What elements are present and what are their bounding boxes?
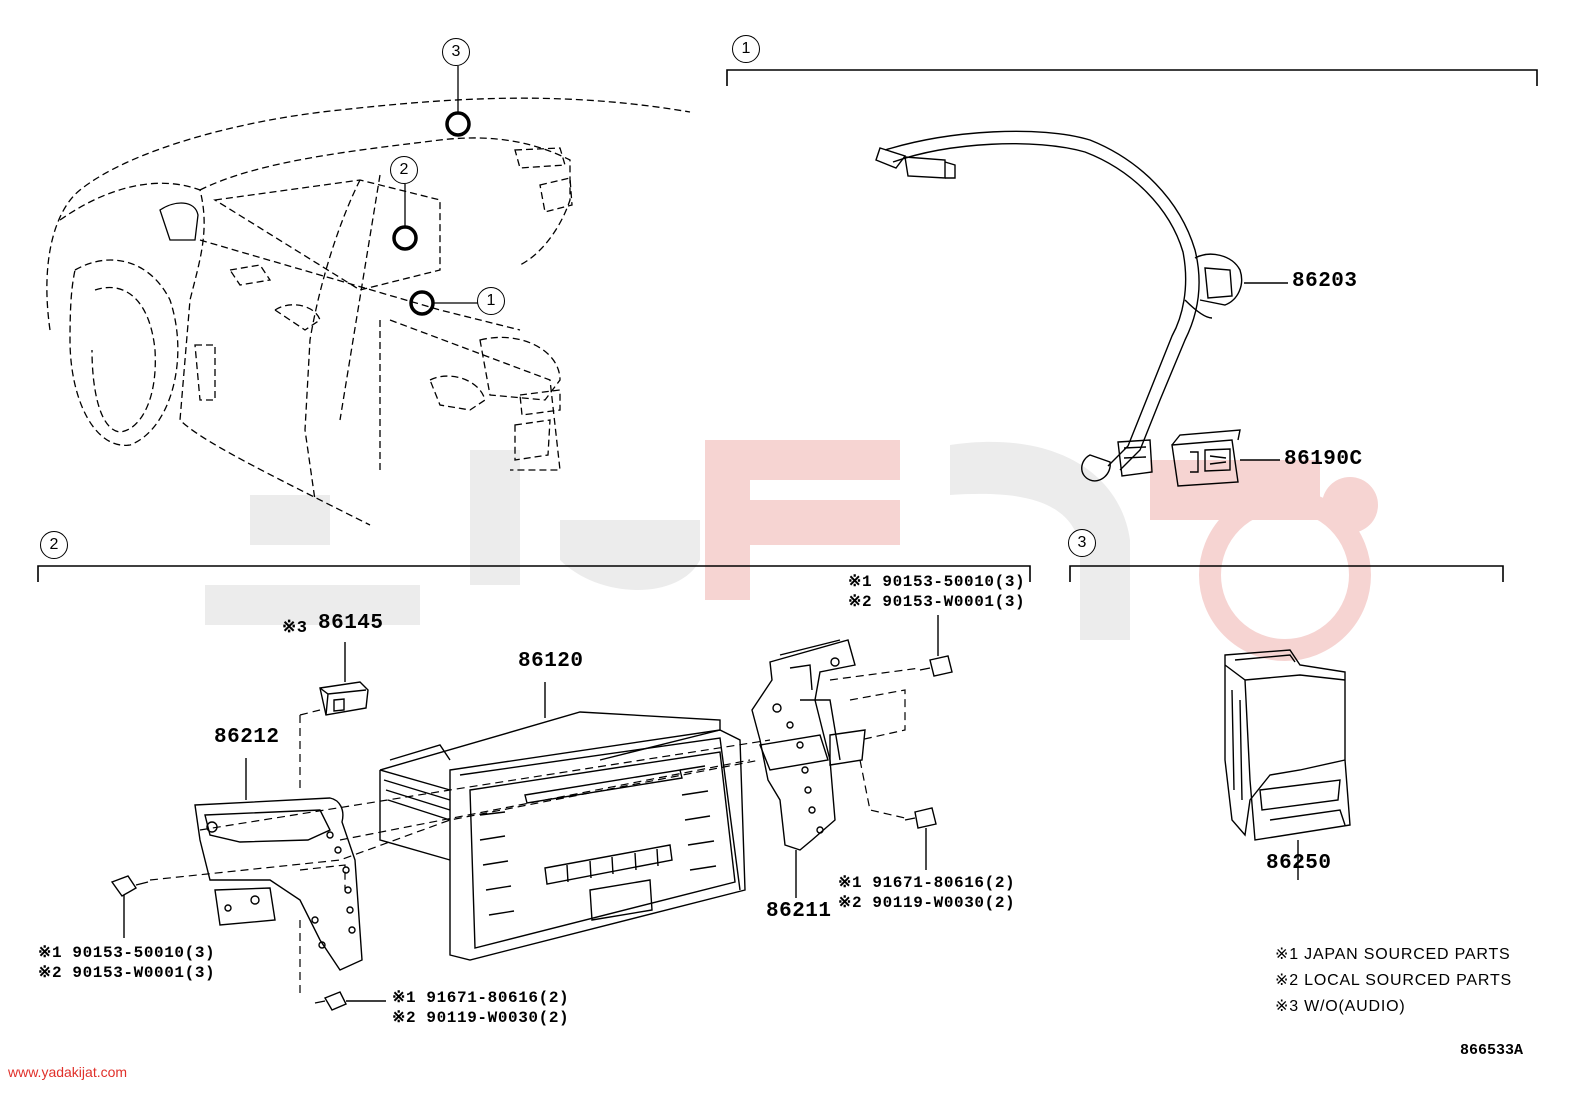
section-brackets bbox=[37, 69, 1538, 582]
section-1-header: 1 bbox=[732, 35, 760, 63]
callout-number: 2 bbox=[399, 161, 409, 178]
part-86145-label[interactable]: 86145 bbox=[318, 612, 384, 635]
bolt-note-line: ※1 90153-50010(3) bbox=[38, 944, 216, 962]
head-unit-86120-drawing bbox=[110, 615, 953, 1011]
bolt-note-line: ※1 91671-80616(2) bbox=[392, 989, 570, 1007]
legend: ※1 JAPAN SOURCED PARTS ※2 LOCAL SOURCED … bbox=[1275, 942, 1512, 1020]
part-86120-label[interactable]: 86120 bbox=[518, 650, 584, 673]
callout-number: 1 bbox=[486, 292, 496, 309]
part-86203-label[interactable]: 86203 bbox=[1292, 270, 1358, 293]
part-86212-label[interactable]: 86212 bbox=[214, 726, 280, 749]
part-86190C-label[interactable]: 86190C bbox=[1284, 448, 1363, 471]
callout-3-vehicle[interactable]: 3 bbox=[442, 38, 470, 66]
bolt-note-line: ※2 90119-W0030(2) bbox=[392, 1009, 570, 1027]
bolt-note-line: ※1 90153-50010(3) bbox=[848, 573, 1026, 591]
module-86250-drawing bbox=[1224, 649, 1351, 880]
bolt-note-right-mid[interactable]: ※1 91671-80616(2) ※2 90119-W0030(2) bbox=[838, 873, 1015, 913]
wire-harness-86203-drawing bbox=[875, 130, 1288, 487]
section-2-header: 2 bbox=[40, 531, 68, 559]
bolt-note-line: ※1 91671-80616(2) bbox=[838, 874, 1016, 892]
part-86250-label[interactable]: 86250 bbox=[1266, 852, 1332, 875]
legend-wo-audio: ※3 W/O(AUDIO) bbox=[1275, 998, 1406, 1015]
callout-number: 3 bbox=[1077, 534, 1087, 551]
part-86211-label[interactable]: 86211 bbox=[766, 900, 832, 923]
watermark-url: www.yadakijat.com bbox=[8, 1064, 128, 1080]
section-3-header: 3 bbox=[1068, 529, 1096, 557]
assembly-lines bbox=[149, 667, 921, 998]
diagram-code: 866533A bbox=[1460, 1042, 1524, 1059]
callout-number: 3 bbox=[451, 43, 461, 60]
callout-1-vehicle[interactable]: 1 bbox=[477, 287, 505, 315]
callout-number: 1 bbox=[741, 40, 751, 57]
legend-japan: ※1 JAPAN SOURCED PARTS bbox=[1275, 946, 1511, 963]
vehicle-interior-sketch bbox=[46, 97, 691, 526]
legend-local: ※2 LOCAL SOURCED PARTS bbox=[1275, 972, 1512, 989]
bolt-note-left[interactable]: ※1 90153-50010(3) ※2 90153-W0001(3) bbox=[38, 943, 215, 983]
bolt-note-line: ※2 90153-W0001(3) bbox=[38, 964, 216, 982]
bolt-note-top-right[interactable]: ※1 90153-50010(3) ※2 90153-W0001(3) bbox=[848, 572, 1025, 612]
bolt-note-line: ※2 90119-W0030(2) bbox=[838, 894, 1016, 912]
part-86145-note-mark: ※3 bbox=[282, 619, 308, 638]
bolt-note-bottom[interactable]: ※1 91671-80616(2) ※2 90119-W0030(2) bbox=[392, 988, 569, 1028]
callout-number: 2 bbox=[49, 536, 59, 553]
callout-leaders-vehicle bbox=[404, 66, 478, 304]
bolt-note-line: ※2 90153-W0001(3) bbox=[848, 593, 1026, 611]
callout-2-vehicle[interactable]: 2 bbox=[390, 156, 418, 184]
